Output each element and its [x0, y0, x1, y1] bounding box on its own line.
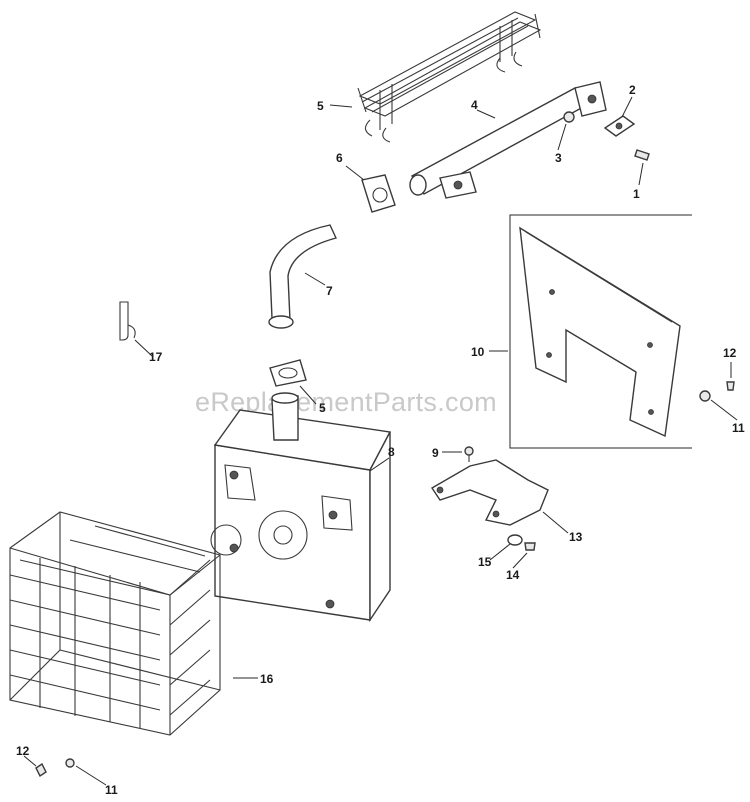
- callout-7: 7: [326, 284, 333, 298]
- nut-part-3: [563, 111, 575, 123]
- heat-shield-plate-part-10: [509, 214, 692, 449]
- stud-part-1: [634, 149, 650, 161]
- callout-12-right: 12: [723, 346, 737, 360]
- screw-part-14: [524, 542, 536, 551]
- muffler-bracket-part-13: [431, 459, 549, 526]
- screw-part-9: [464, 446, 474, 462]
- callout-11-bottom: 11: [105, 783, 118, 797]
- callout-10: 10: [471, 345, 485, 359]
- callout-2: 2: [629, 83, 636, 97]
- bracket-clip-part-17: [119, 301, 136, 341]
- callout-4: 4: [471, 98, 478, 112]
- callout-5-mid: 5: [319, 401, 326, 415]
- callout-8: 8: [388, 445, 395, 459]
- callout-labels: 1 2 3 4 5 5 6 7 8 9 10 11 11 12 12 13 14…: [16, 83, 745, 797]
- exhaust-manifold-pipe: [409, 81, 607, 199]
- callout-13: 13: [569, 530, 583, 544]
- screw-part-12-right: [726, 381, 735, 391]
- washer-part-15: [507, 534, 523, 546]
- screw-part-12-bottom: [35, 762, 47, 778]
- nut-part-11-bottom: [65, 758, 75, 768]
- callout-9: 9: [432, 446, 439, 460]
- callout-3: 3: [555, 151, 562, 165]
- elbow-pipe-part-7: [268, 224, 337, 329]
- callout-6: 6: [336, 151, 343, 165]
- muffler-part-8: [210, 392, 392, 623]
- heat-shield-frame-top: [357, 11, 542, 143]
- callout-1: 1: [633, 187, 640, 201]
- wire-guard-part-16: [9, 511, 221, 736]
- callout-14: 14: [506, 568, 520, 582]
- clamp-part-5-lower: [269, 359, 307, 387]
- callout-5-top: 5: [317, 99, 324, 113]
- clamp-part-6: [361, 174, 396, 213]
- callout-17: 17: [149, 350, 163, 364]
- nut-part-11-right: [699, 390, 711, 402]
- gasket-part-2: [603, 115, 636, 137]
- callout-15: 15: [478, 555, 492, 569]
- leader-lines: [23, 96, 738, 786]
- callout-11-right: 11: [732, 421, 745, 435]
- callout-16: 16: [260, 672, 274, 686]
- callout-12-bottom: 12: [16, 744, 30, 758]
